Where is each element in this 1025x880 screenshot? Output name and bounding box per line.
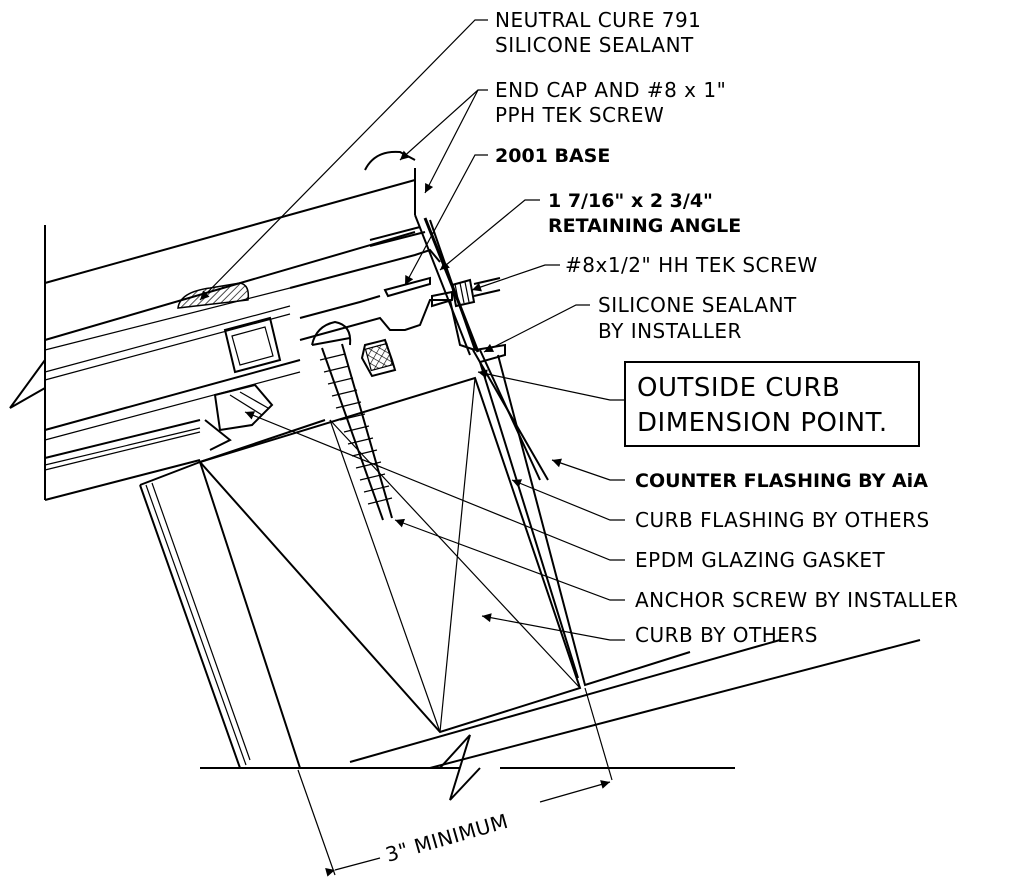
minimum-label: 3" MINIMUM <box>383 809 511 867</box>
label-installer-sealant-line2: BY INSTALLER <box>598 319 742 343</box>
label-end-cap-line2: PPH TEK SCREW <box>495 103 664 127</box>
curb <box>139 376 582 769</box>
label-installer-sealant-line1: SILICONE SEALANT <box>598 293 797 317</box>
label-tek-screw: #8x1/2" HH TEK SCREW <box>565 253 818 277</box>
label-sealant-791-line1: NEUTRAL CURE 791 <box>495 8 701 32</box>
label-dimension-point-line2: DIMENSION POINT. <box>637 408 888 438</box>
callout-labels: NEUTRAL CURE 791 SILICONE SEALANT END CA… <box>495 8 958 647</box>
gasket <box>204 338 397 451</box>
label-retaining-angle-line1: 1 7/16" x 2 3/4" <box>548 190 713 212</box>
label-gasket: EPDM GLAZING GASKET <box>635 548 886 572</box>
callout-leaders <box>199 19 625 641</box>
silicone-bead <box>177 282 250 309</box>
label-anchor-screw: ANCHOR SCREW BY INSTALLER <box>635 588 958 612</box>
end-cap-and-base <box>177 150 480 356</box>
label-retaining-angle-line2: RETAINING ANGLE <box>548 215 741 237</box>
label-sealant-791-line2: SILICONE SEALANT <box>495 33 694 57</box>
label-curb: CURB BY OTHERS <box>635 623 818 647</box>
label-end-cap-line1: END CAP AND #8 x 1" <box>495 78 726 102</box>
label-dimension-point-line1: OUTSIDE CURB <box>637 373 840 403</box>
label-counter-flashing: COUNTER FLASHING BY AiA <box>635 470 928 492</box>
anchor-screw <box>311 320 393 521</box>
glazing-panel <box>9 179 416 501</box>
label-curb-flashing: CURB FLASHING BY OTHERS <box>635 508 930 532</box>
label-base: 2001 BASE <box>495 145 610 167</box>
tek-screw <box>431 277 501 308</box>
roof-deck <box>200 639 921 801</box>
dimension-point-box <box>624 361 920 447</box>
